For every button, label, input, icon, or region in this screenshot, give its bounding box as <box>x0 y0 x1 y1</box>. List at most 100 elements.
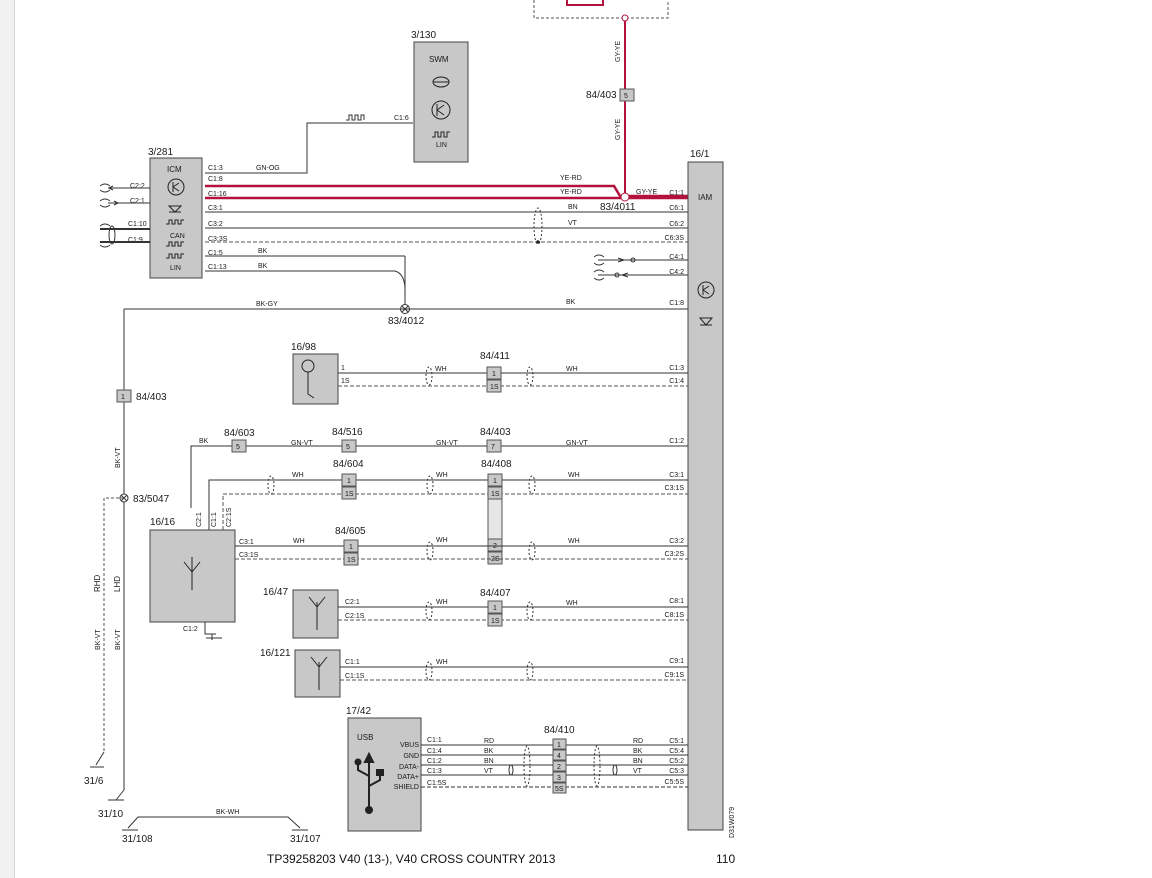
antenna-16-47: 16/47 C2:1 C2:1S <box>263 587 365 639</box>
splice-ref: 83/4011 <box>600 202 636 213</box>
svg-text:C2:1: C2:1 <box>196 512 203 527</box>
pulse-signal-icon <box>166 219 184 225</box>
svg-text:3: 3 <box>557 775 561 782</box>
wire-label: GY-YE <box>615 119 622 140</box>
svg-text:C2:1S: C2:1S <box>345 613 365 620</box>
module-name: ICM <box>167 165 182 174</box>
svg-text:1: 1 <box>493 605 497 612</box>
svg-text:C3:2: C3:2 <box>669 538 684 545</box>
pulse-signal-icon <box>432 131 450 138</box>
module-swm: 3/130 SWM LIN <box>411 30 469 163</box>
wire-label: BK-VT <box>115 447 122 468</box>
svg-text:1: 1 <box>349 544 353 551</box>
svg-text:84/410: 84/410 <box>544 725 575 736</box>
svg-text:84/408: 84/408 <box>481 459 512 470</box>
svg-text:1: 1 <box>341 365 345 372</box>
wire-ye-rd-1 <box>205 184 688 198</box>
svg-text:1: 1 <box>557 742 561 749</box>
wire-label: WH <box>436 537 448 544</box>
shield-twist-icon <box>425 661 433 681</box>
wire-label: WH <box>566 366 578 373</box>
module-ref: 3/281 <box>148 147 173 158</box>
bus-label: CAN <box>170 233 185 240</box>
wire-label: BK <box>258 263 268 270</box>
wire-label: BN <box>633 758 643 765</box>
footer-page-number: 110 <box>716 852 736 866</box>
svg-text:84/403: 84/403 <box>480 427 511 438</box>
splice-ref: 83/5047 <box>133 494 170 505</box>
wire-label: BN <box>484 758 494 765</box>
svg-text:5S: 5S <box>555 786 564 793</box>
svg-text:C9:1S: C9:1S <box>665 672 685 679</box>
svg-text:16/121: 16/121 <box>260 648 291 659</box>
wire-bk-drop <box>394 270 406 291</box>
connector-pin: 5 <box>624 93 628 100</box>
svg-text:C8:1S: C8:1S <box>665 612 685 619</box>
shield-twist-icon <box>526 366 534 386</box>
left-panel-edge <box>0 0 15 878</box>
bus-label: LIN <box>170 265 181 272</box>
svg-text:C1:1: C1:1 <box>211 512 218 527</box>
iam-pin-labels: C1:1 C6:1 C6:2 C6:3S C4:1 C4:2 C1:8 C1:3… <box>665 190 685 786</box>
svg-text:C2:1S: C2:1S <box>226 507 233 527</box>
icm-left-pin-labels: C2:2 C2:1 C1:10 C1:9 <box>128 183 147 244</box>
svg-text:C3:2: C3:2 <box>208 221 223 228</box>
connector-84-411: 1 1S 84/411 <box>480 351 510 393</box>
pin-label: C1:6 <box>394 115 409 122</box>
svg-text:84/411: 84/411 <box>480 351 510 362</box>
svg-text:C5:4: C5:4 <box>669 748 684 755</box>
wire-rhd-dashed <box>103 497 124 752</box>
svg-text:C1:8: C1:8 <box>208 176 223 183</box>
ground-symbol <box>204 622 222 640</box>
svg-text:C1:8: C1:8 <box>669 300 684 307</box>
svg-text:1S: 1S <box>491 491 500 498</box>
wire-label: YE-RD <box>560 175 582 182</box>
connector-84-408: 1 1S 2 2S 84/408 <box>481 459 512 565</box>
svg-text:DATA+: DATA+ <box>397 774 419 781</box>
splice-83-4011 <box>620 192 630 202</box>
connector-pin: 1 <box>121 394 125 401</box>
svg-text:C4:2: C4:2 <box>669 269 684 276</box>
connector-ref: 84/403 <box>586 90 617 101</box>
svg-text:C1:9: C1:9 <box>128 237 143 244</box>
svg-text:16/47: 16/47 <box>263 587 288 598</box>
usb-icon <box>354 751 384 814</box>
svg-text:C3:1S: C3:1S <box>239 552 259 559</box>
svg-text:C6:2: C6:2 <box>669 221 684 228</box>
wire-label: WH <box>436 599 448 606</box>
svg-text:C1:3: C1:3 <box>669 365 684 372</box>
shield-twist-icon <box>267 475 275 495</box>
svg-text:C5:3: C5:3 <box>669 768 684 775</box>
svg-text:C3:2S: C3:2S <box>665 551 685 558</box>
wire-bk-gn-vt <box>190 445 688 508</box>
connector-84-403-pin5 <box>619 88 635 102</box>
wire-label: VT <box>484 768 494 775</box>
connector-84-410: 1 4 2 3 5S 84/410 <box>544 725 575 794</box>
svg-text:GND: GND <box>403 753 419 760</box>
svg-text:C1:2: C1:2 <box>669 438 684 445</box>
svg-text:C1:4: C1:4 <box>669 378 684 385</box>
svg-text:5: 5 <box>236 444 240 451</box>
ground-ref: 31/6 <box>84 776 104 787</box>
module-ref: 3/130 <box>411 30 436 41</box>
module-iam: 16/1 IAM D31W079 <box>687 149 736 838</box>
wire-wh-c31 <box>208 479 688 530</box>
wire-label: GN-VT <box>291 440 314 447</box>
junction-dot <box>536 240 540 244</box>
svg-text:1S: 1S <box>491 618 500 625</box>
svg-text:C6:1: C6:1 <box>669 205 684 212</box>
transistor-icon <box>697 281 715 299</box>
connector-84-603: 5 84/603 <box>224 428 255 453</box>
svg-text:84/605: 84/605 <box>335 526 366 537</box>
module-ref: 16/1 <box>690 149 710 160</box>
svg-text:C2:1: C2:1 <box>130 198 145 205</box>
wire-label: GN-OG <box>256 165 280 172</box>
svg-text:1: 1 <box>492 371 496 378</box>
connector-84-516: 5 84/516 <box>332 427 363 453</box>
svg-text:C3:1S: C3:1S <box>665 485 685 492</box>
variant-label: RHD <box>93 574 102 592</box>
svg-text:C2:1: C2:1 <box>345 599 360 606</box>
connector-84-604: 1 1S 84/604 <box>333 459 364 500</box>
svg-text:C3:1: C3:1 <box>208 205 223 212</box>
svg-text:C3:1: C3:1 <box>669 472 684 479</box>
